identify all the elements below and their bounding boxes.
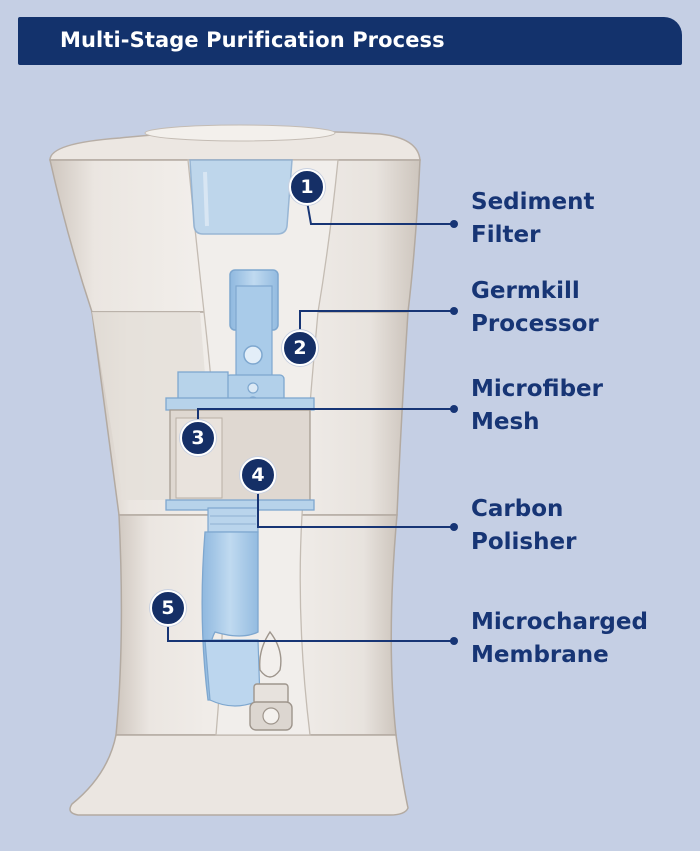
stage-4-label-line2: Polisher <box>471 529 577 555</box>
microfiber-mesh-housing <box>177 371 229 403</box>
stage-5-label: Microcharged Membrane <box>471 606 691 672</box>
stage-1-label-line1: Sediment <box>471 189 595 215</box>
purifier-base <box>69 734 409 816</box>
title-banner: Multi-Stage Purification Process <box>18 17 682 65</box>
stage-3-label: Microfiber Mesh <box>471 373 691 439</box>
stage-2-label-line2: Processor <box>471 311 599 337</box>
stage-4-label: Carbon Polisher <box>471 493 691 559</box>
stage-2-badge: 2 <box>282 330 318 366</box>
leader-dots <box>450 220 458 645</box>
stage-3-badge: 3 <box>180 420 216 456</box>
stage-1-badge: 1 <box>289 169 325 205</box>
stage-2-label: Germkill Processor <box>471 275 691 341</box>
stage-3-label-line1: Microfiber <box>471 376 604 402</box>
stage-5-label-line1: Microcharged <box>471 609 648 635</box>
stage-2-label-line1: Germkill <box>471 278 580 304</box>
lid-knob <box>144 124 336 142</box>
page-title: Multi-Stage Purification Process <box>60 28 445 52</box>
stage-3-label-line2: Mesh <box>471 409 540 435</box>
stage-4-label-line1: Carbon <box>471 496 564 522</box>
stage-5-badge: 5 <box>150 590 186 626</box>
carbon-polisher <box>207 507 259 533</box>
stage-1-label-line2: Filter <box>471 222 541 248</box>
sediment-filter-cup <box>189 159 293 235</box>
stage-5-label-line2: Membrane <box>471 642 609 668</box>
tap-bulb <box>259 630 282 678</box>
stage-1-label: Sediment Filter <box>471 186 691 252</box>
stage-4-badge: 4 <box>240 457 276 493</box>
tap-body <box>253 683 289 705</box>
